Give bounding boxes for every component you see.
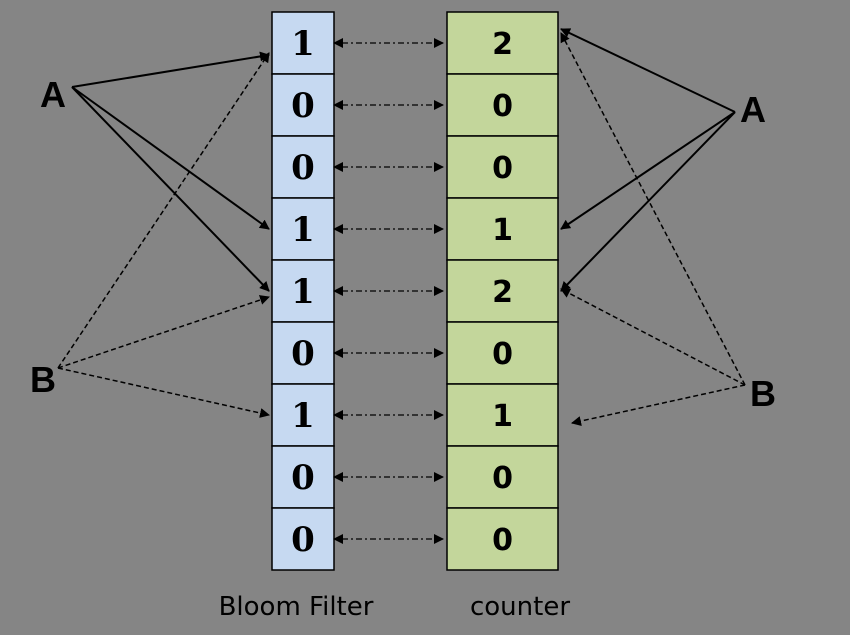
hash-arrows (57, 28, 746, 426)
counter-cell (446, 135, 559, 199)
bloom-filter-caption: Bloom Filter (219, 592, 374, 622)
hash-arrow-a (560, 111, 736, 230)
hash-arrow-b (57, 367, 270, 418)
bloom-filter-bit: 0 (291, 86, 315, 126)
counter-array: 2 0 0 1 2 0 1 0 0 (446, 11, 559, 571)
counter-value: 0 (492, 151, 513, 186)
counter-cell (446, 383, 559, 447)
counter-value: 0 (492, 461, 513, 496)
bloom-filter-bit: 0 (291, 520, 315, 560)
hash-arrow-a (71, 86, 270, 292)
hash-arrow-b (560, 32, 746, 386)
bloom-filter-cell (271, 445, 335, 509)
right-a-label: A (740, 89, 766, 130)
hash-arrow-a (560, 28, 736, 113)
bloom-filter-bit: 1 (291, 24, 315, 64)
hash-arrow-b (571, 384, 746, 426)
hash-arrow-b (560, 288, 746, 386)
bloom-filter-bit: 0 (291, 148, 315, 188)
cell-link-arrows (333, 38, 444, 544)
bloom-filter-cell (271, 73, 335, 137)
counter-value: 1 (492, 213, 513, 248)
bloom-filter-cell (271, 507, 335, 571)
hash-arrow-b (57, 295, 270, 369)
counter-value: 2 (492, 27, 513, 62)
counter-value: 2 (492, 275, 513, 310)
bloom-filter-bit: 1 (291, 210, 315, 250)
counter-caption: counter (470, 592, 570, 622)
counter-value: 0 (492, 337, 513, 372)
hash-arrow-a (71, 51, 270, 88)
bloom-filter-array: 1 0 0 1 1 0 1 0 0 (271, 11, 335, 571)
counter-cell (446, 11, 559, 75)
bloom-filter-bit: 0 (291, 334, 315, 374)
hash-arrow-b (57, 52, 270, 369)
counter-value: 0 (492, 89, 513, 124)
bloom-filter-cell (271, 321, 335, 385)
bloom-filter-bit: 1 (291, 396, 315, 436)
hash-arrow-a (71, 86, 270, 230)
left-a-label: A (40, 74, 66, 115)
counter-value: 1 (492, 399, 513, 434)
counter-cell (446, 73, 559, 137)
bloom-filter-cell (271, 11, 335, 75)
hash-arrow-a (560, 111, 736, 292)
counter-cell (446, 507, 559, 571)
bloom-filter-bit: 0 (291, 458, 315, 498)
counter-value: 0 (492, 523, 513, 558)
left-b-label: B (30, 359, 56, 400)
bloom-filter-bit: 1 (291, 272, 315, 312)
counter-cell (446, 259, 559, 323)
counter-cell (446, 445, 559, 509)
right-b-label: B (750, 373, 776, 414)
